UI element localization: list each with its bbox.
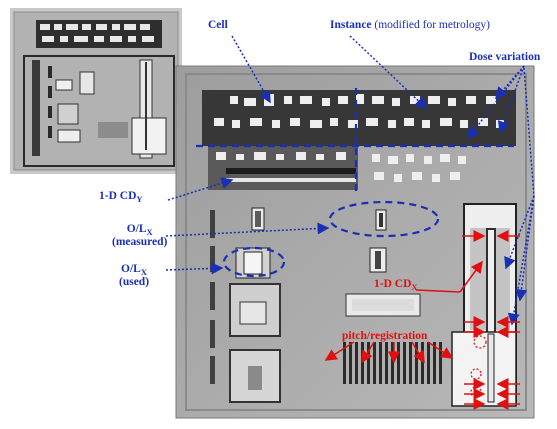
label-cd-x-sub: X xyxy=(411,282,417,292)
label-olx-measured-main: O/L xyxy=(127,223,147,235)
pitch-grating xyxy=(343,342,442,384)
label-dose-variation: Dose variation xyxy=(469,51,540,64)
label-olx-used-sub: X xyxy=(141,267,147,277)
label-olx-measured-sub: X xyxy=(147,227,153,237)
label-olx-used: O/LX (used) xyxy=(119,263,149,289)
label-olx-used-main: O/L xyxy=(121,263,141,275)
label-instance-note: (modified for metrology) xyxy=(374,19,490,31)
label-cell: Cell xyxy=(208,19,228,32)
inset-micrograph xyxy=(10,8,182,174)
label-cd-y-sub: Y xyxy=(136,194,142,204)
label-pitch-registration: pitch/registration xyxy=(342,330,427,343)
label-cd-y: 1-D CDY xyxy=(99,190,143,203)
label-instance: Instance (modified for metrology) xyxy=(330,19,490,32)
label-olx-measured: O/LX (measured) xyxy=(112,223,167,249)
label-cd-x: 1-D CDX xyxy=(374,278,418,291)
label-instance-main: Instance xyxy=(330,19,372,31)
label-cd-x-main: 1-D CD xyxy=(374,278,411,290)
label-olx-used-note: (used) xyxy=(119,276,149,289)
label-cd-y-main: 1-D CD xyxy=(99,190,136,202)
label-olx-measured-note: (measured) xyxy=(112,236,167,249)
